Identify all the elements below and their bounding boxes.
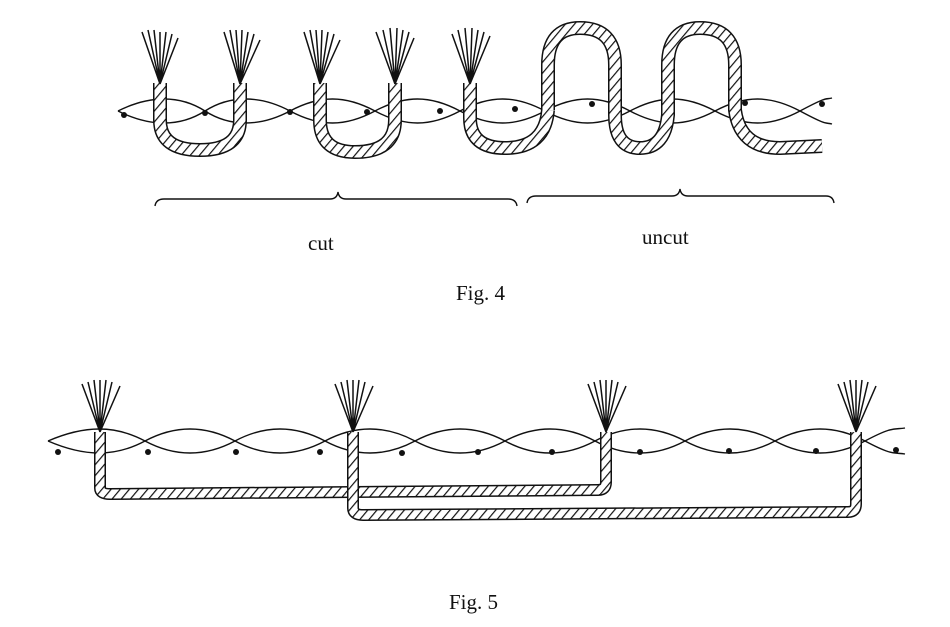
- tuft-2: [223, 29, 261, 85]
- fig4-tufts: [141, 27, 491, 85]
- fig5-weft-threads: [47, 427, 906, 455]
- fig5-tuft-2: [334, 379, 374, 433]
- fig5-warp-dots: [55, 447, 899, 456]
- cut-bracket: [154, 191, 518, 207]
- fig4-drawing: [117, 20, 835, 207]
- cut-label: cut: [308, 231, 334, 255]
- uncut-label: uncut: [642, 225, 689, 249]
- cut-knot-2: [313, 83, 402, 160]
- cut-knot-3: [463, 83, 555, 156]
- fig4-uncut-loops: [541, 20, 823, 156]
- fig4-caption: Fig. 4: [456, 281, 506, 305]
- fig5-tufts: [81, 379, 877, 433]
- tuft-3: [303, 29, 341, 85]
- fig5-tuft-3: [587, 379, 627, 433]
- tuft-1: [141, 29, 179, 85]
- fig5-tuft-4: [837, 379, 877, 433]
- fig5-caption: Fig. 5: [449, 590, 499, 614]
- fig5-drawing: [47, 379, 906, 522]
- fig5-rope-2: [347, 432, 862, 522]
- fig5-tuft-1: [81, 379, 121, 433]
- tuft-5: [451, 27, 491, 85]
- tuft-4: [375, 27, 415, 85]
- fig4-cut-knots: [153, 83, 555, 160]
- fig4-brackets: [154, 188, 835, 207]
- uncut-bracket: [526, 188, 835, 204]
- cut-knot-1: [153, 83, 247, 158]
